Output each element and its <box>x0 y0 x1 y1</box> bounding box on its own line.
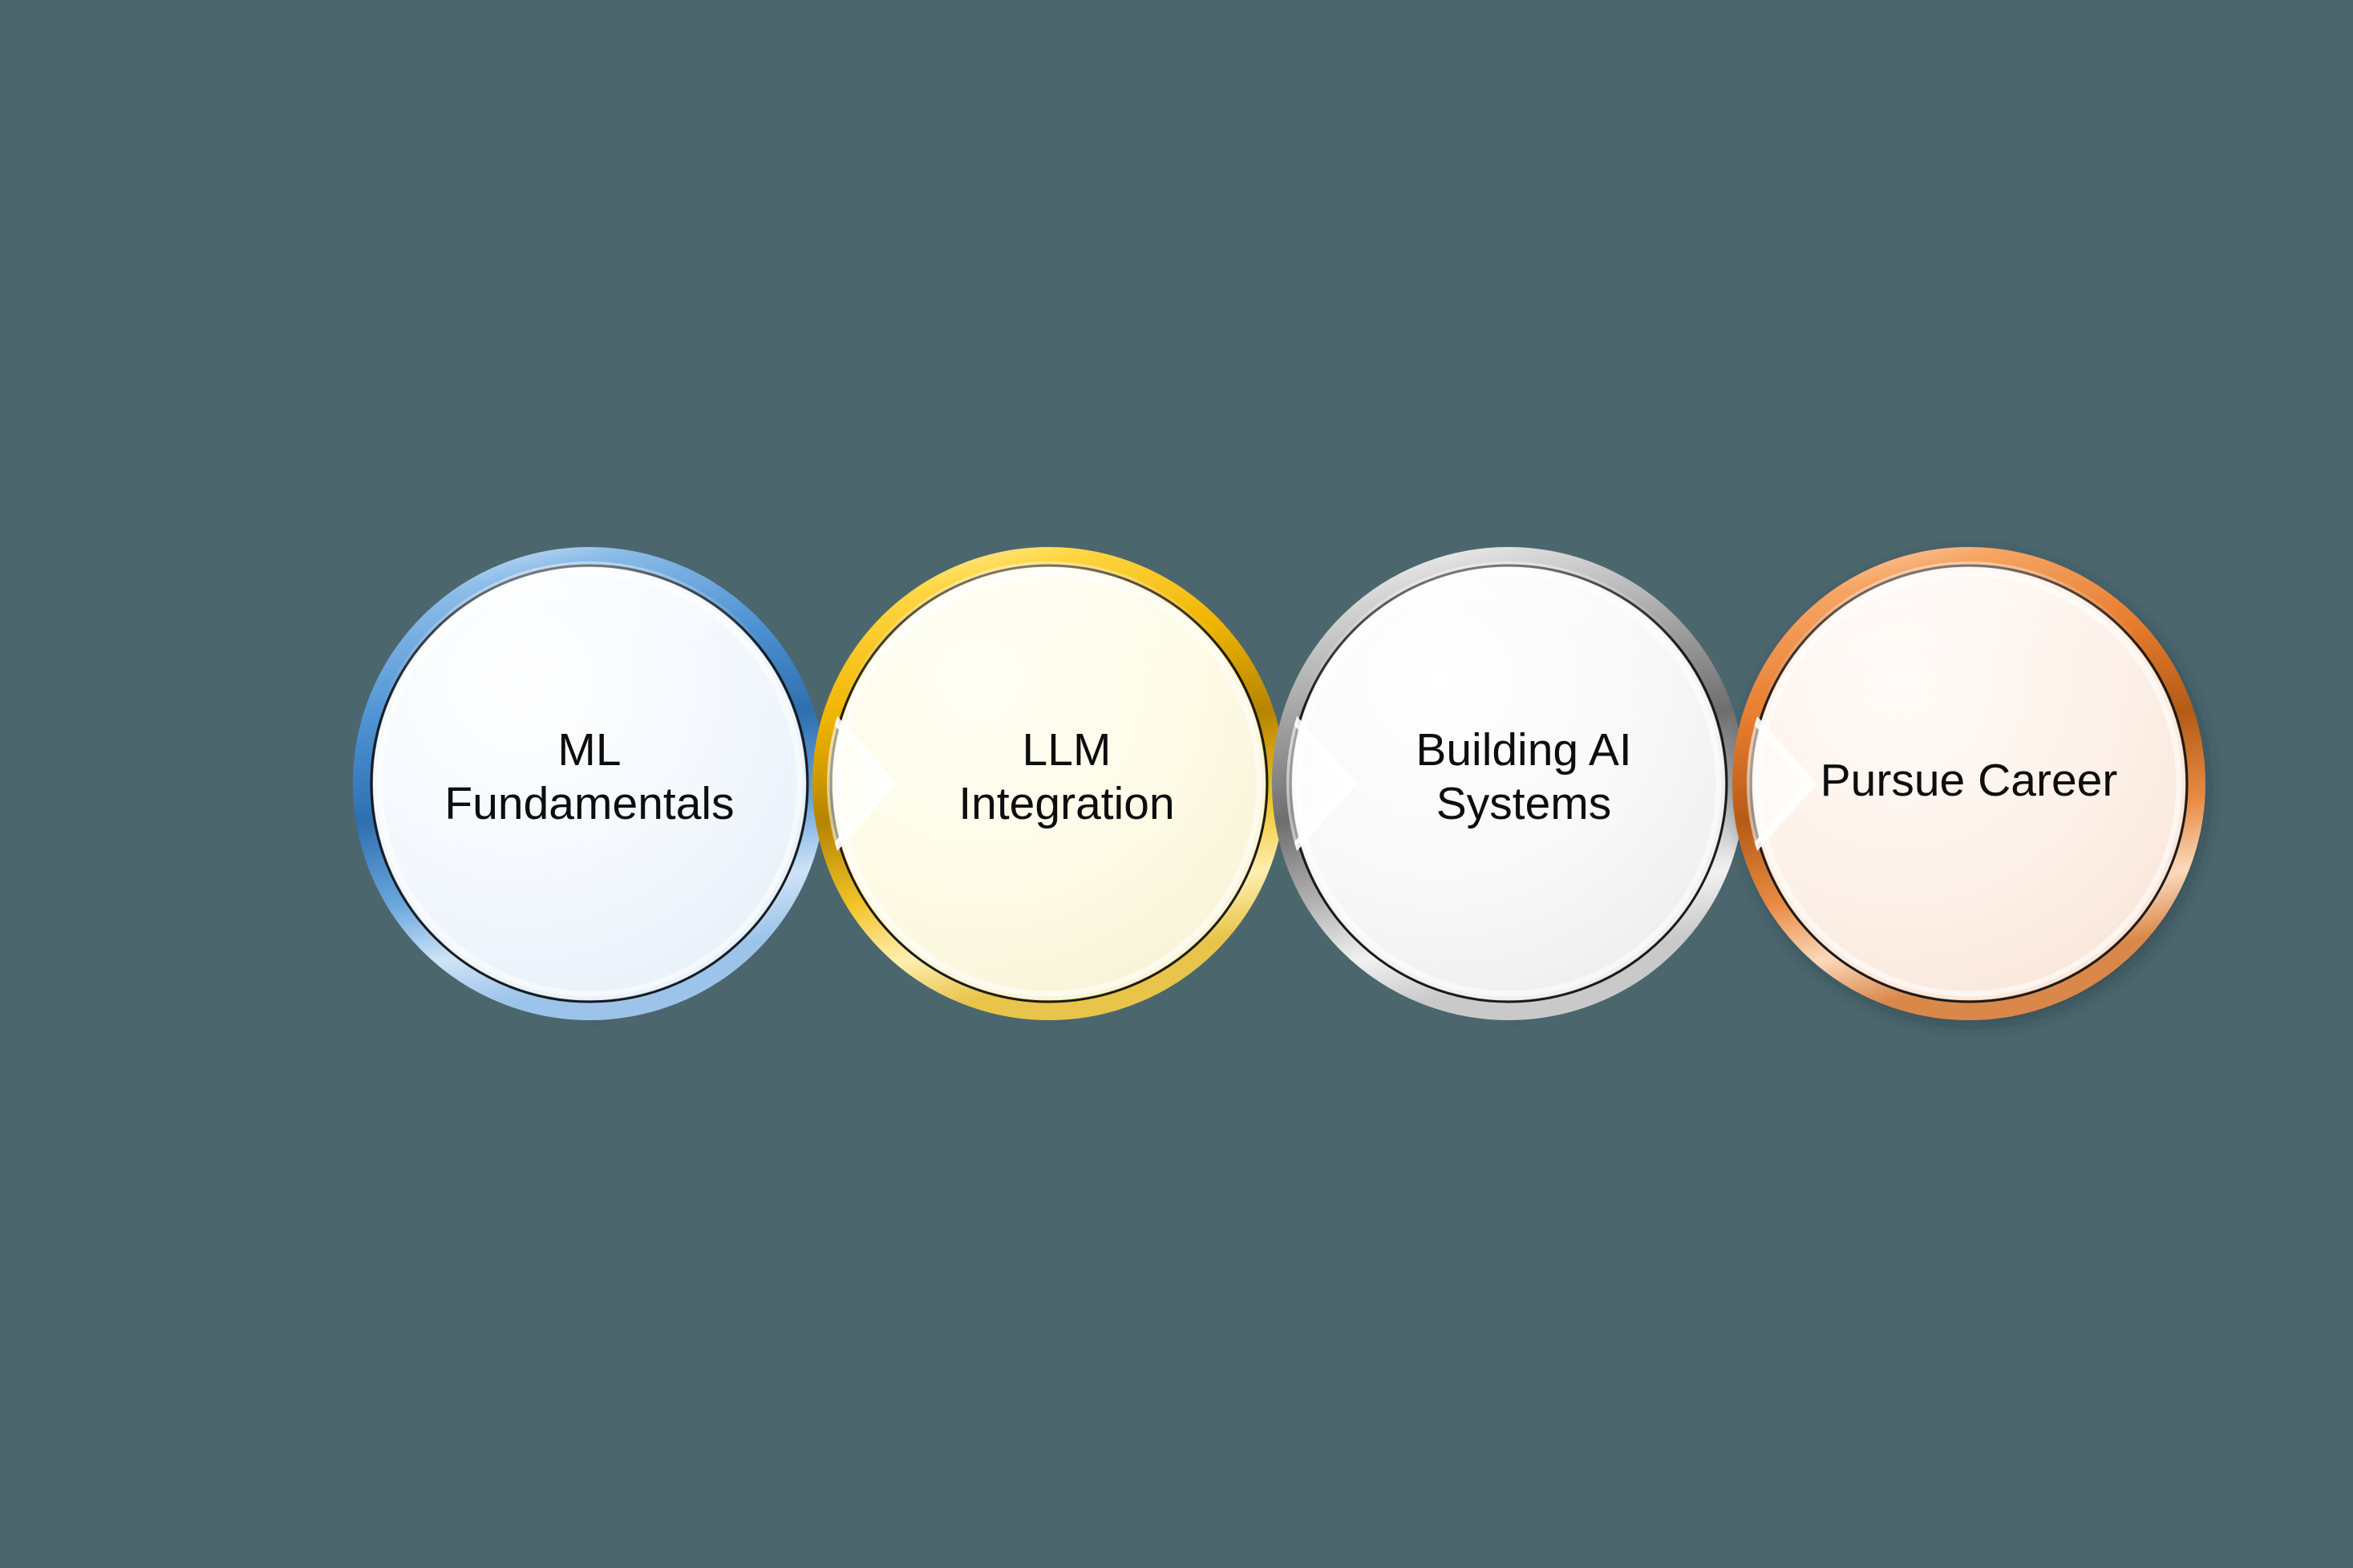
process-step-llm-integration[interactable] <box>810 513 1322 1020</box>
process-step-pursue-career[interactable] <box>1730 513 2205 1020</box>
process-step-building-ai-systems[interactable] <box>1270 513 1781 1020</box>
inner-rim-4 <box>1756 570 2182 997</box>
chevron-right-icon-edge <box>1747 688 1817 879</box>
ring-4 <box>1732 547 2205 1020</box>
inner-rim-1 <box>376 570 803 997</box>
inner-rim-3 <box>1295 570 1722 997</box>
chevron-right-icon-edge <box>1286 688 1357 879</box>
chevron-right-icon-edge <box>827 688 897 879</box>
inner-rim-2 <box>836 570 1262 997</box>
process-step-ml-fundamentals[interactable] <box>353 513 862 1020</box>
